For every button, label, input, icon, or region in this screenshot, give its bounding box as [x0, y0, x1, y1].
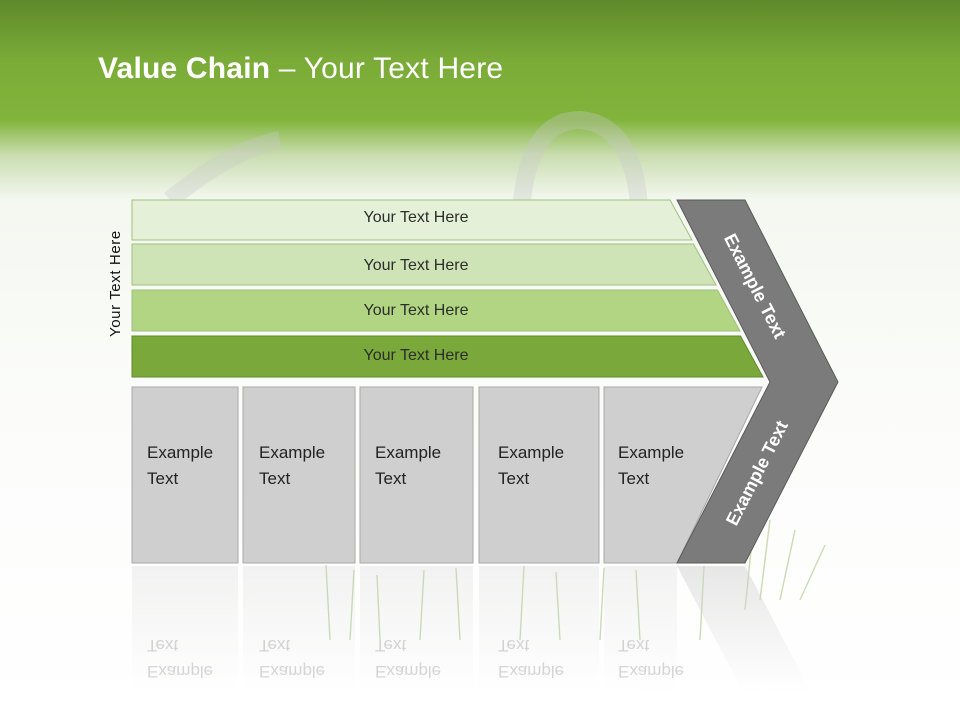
activity-box-reflection-3	[360, 566, 473, 691]
side-label: Your Text Here	[107, 230, 124, 337]
value-chain-band-3	[131, 289, 741, 332]
activity-box-reflection-1	[132, 566, 238, 691]
box-line1: Example	[375, 443, 442, 462]
box-line1: Example	[259, 443, 326, 462]
reflection-line2: Text	[375, 636, 407, 655]
reflection-line2: Text	[498, 636, 530, 655]
box-line2: Text	[618, 469, 650, 488]
activity-box-1	[131, 386, 239, 564]
activity-box-reflection-5	[604, 566, 677, 691]
box-reflection-5: Example Text	[618, 632, 684, 684]
reflection-line1: Example	[375, 662, 442, 681]
box-reflection-1: Example Text	[147, 632, 213, 684]
reflection-line1: Example	[498, 662, 565, 681]
value-chain-band-4	[131, 335, 764, 378]
activity-box-reflection-2	[243, 566, 355, 691]
band-label-3: Your Text Here	[363, 302, 469, 319]
box-line1: Example	[147, 443, 214, 462]
title-bold: Value Chain	[98, 52, 271, 85]
box-reflection-3: Example Text	[375, 632, 441, 684]
activity-box-4	[478, 386, 600, 564]
band-label-2: Your Text Here	[363, 257, 469, 274]
box-reflection-2: Example Text	[259, 632, 325, 684]
box-line2: Text	[375, 469, 407, 488]
box-reflection-4: Example Text	[498, 632, 564, 684]
reflection-line1: Example	[147, 662, 214, 681]
activity-box-reflection-4	[479, 566, 599, 691]
box-line1: Example	[618, 443, 685, 462]
value-chain-band-2	[131, 243, 717, 286]
box-line2: Text	[259, 469, 291, 488]
chevron-arrow	[676, 199, 839, 690]
reflection-line1: Example	[618, 662, 685, 681]
band-label-1: Your Text Here	[363, 209, 469, 226]
reflection-line2: Text	[147, 636, 179, 655]
box-line2: Text	[498, 469, 530, 488]
watering-can-watermark	[164, 110, 649, 241]
reflection-line2: Text	[618, 636, 650, 655]
reflection-line2: Text	[259, 636, 291, 655]
reflection-line1: Example	[259, 662, 326, 681]
activity-box-2	[242, 386, 356, 564]
slide-title: Value Chain – Your Text Here	[98, 52, 503, 86]
activity-box-3	[359, 386, 474, 564]
value-chain-band-1	[131, 199, 693, 241]
box-line1: Example	[498, 443, 565, 462]
band-label-4: Your Text Here	[363, 347, 469, 364]
title-rest: – Your Text Here	[270, 52, 504, 85]
box-line2: Text	[147, 469, 179, 488]
